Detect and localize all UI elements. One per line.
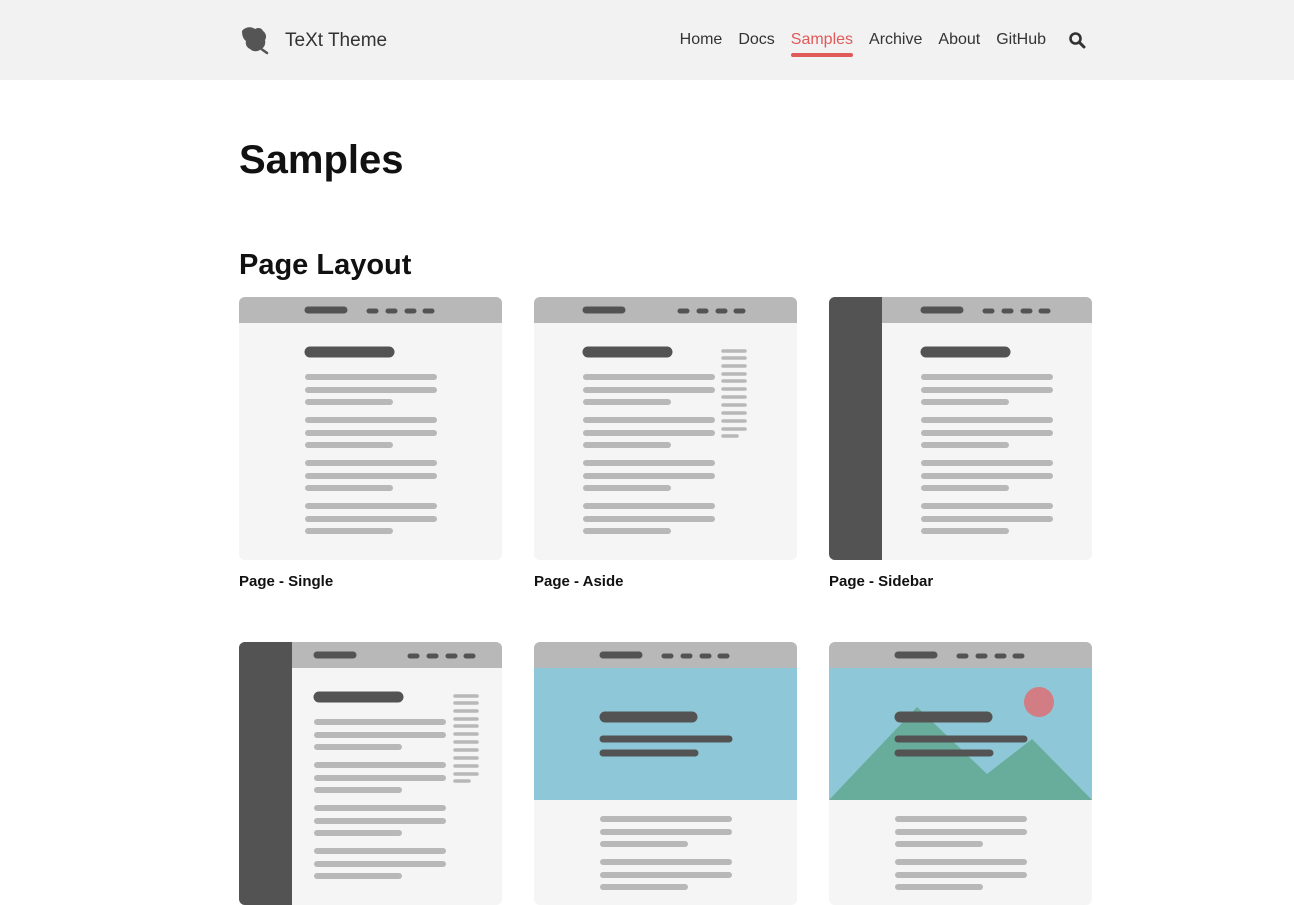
ginkgo-logo-icon[interactable] bbox=[239, 25, 269, 55]
thumbnail-page-single[interactable] bbox=[239, 297, 502, 560]
site-title[interactable]: TeXt Theme bbox=[285, 30, 388, 51]
sample-card-sidebar-aside[interactable] bbox=[239, 642, 502, 905]
card-label[interactable]: Page - Sidebar bbox=[829, 573, 934, 590]
header-inner: TeXt Theme Home Docs Samples Archive Abo… bbox=[239, 0, 1093, 80]
nav-docs[interactable]: Docs bbox=[738, 31, 775, 48]
thumbnail-page-aside[interactable] bbox=[534, 297, 797, 560]
main-nav: Home Docs Samples Archive About GitHub bbox=[664, 0, 1093, 80]
thumbnail-sidebar-aside[interactable] bbox=[239, 642, 502, 905]
thumbnail-page-sidebar[interactable] bbox=[829, 297, 1092, 560]
sample-card-hero[interactable] bbox=[534, 642, 797, 905]
sample-card-page-single[interactable]: Page - Single bbox=[239, 297, 502, 590]
nav-archive[interactable]: Archive bbox=[869, 31, 923, 48]
nav-github[interactable]: GitHub bbox=[996, 31, 1046, 48]
search-icon[interactable] bbox=[1068, 31, 1086, 49]
sample-card-page-sidebar[interactable]: Page - Sidebar bbox=[829, 297, 1092, 590]
section-title-page-layout: Page Layout bbox=[239, 249, 412, 281]
nav-home[interactable]: Home bbox=[679, 31, 723, 48]
thumbnail-hero-image[interactable] bbox=[829, 642, 1092, 905]
card-label[interactable]: Page - Single bbox=[239, 573, 334, 590]
site-header: TeXt Theme Home Docs Samples Archive Abo… bbox=[0, 0, 1294, 80]
thumbnail-hero[interactable] bbox=[534, 642, 797, 905]
page-title: Samples bbox=[239, 138, 404, 182]
nav-about[interactable]: About bbox=[938, 31, 981, 48]
sample-card-hero-image[interactable] bbox=[829, 642, 1092, 905]
nav-samples[interactable]: Samples bbox=[790, 27, 854, 57]
sample-card-page-aside[interactable]: Page - Aside bbox=[534, 297, 797, 590]
card-label[interactable]: Page - Aside bbox=[534, 573, 624, 590]
